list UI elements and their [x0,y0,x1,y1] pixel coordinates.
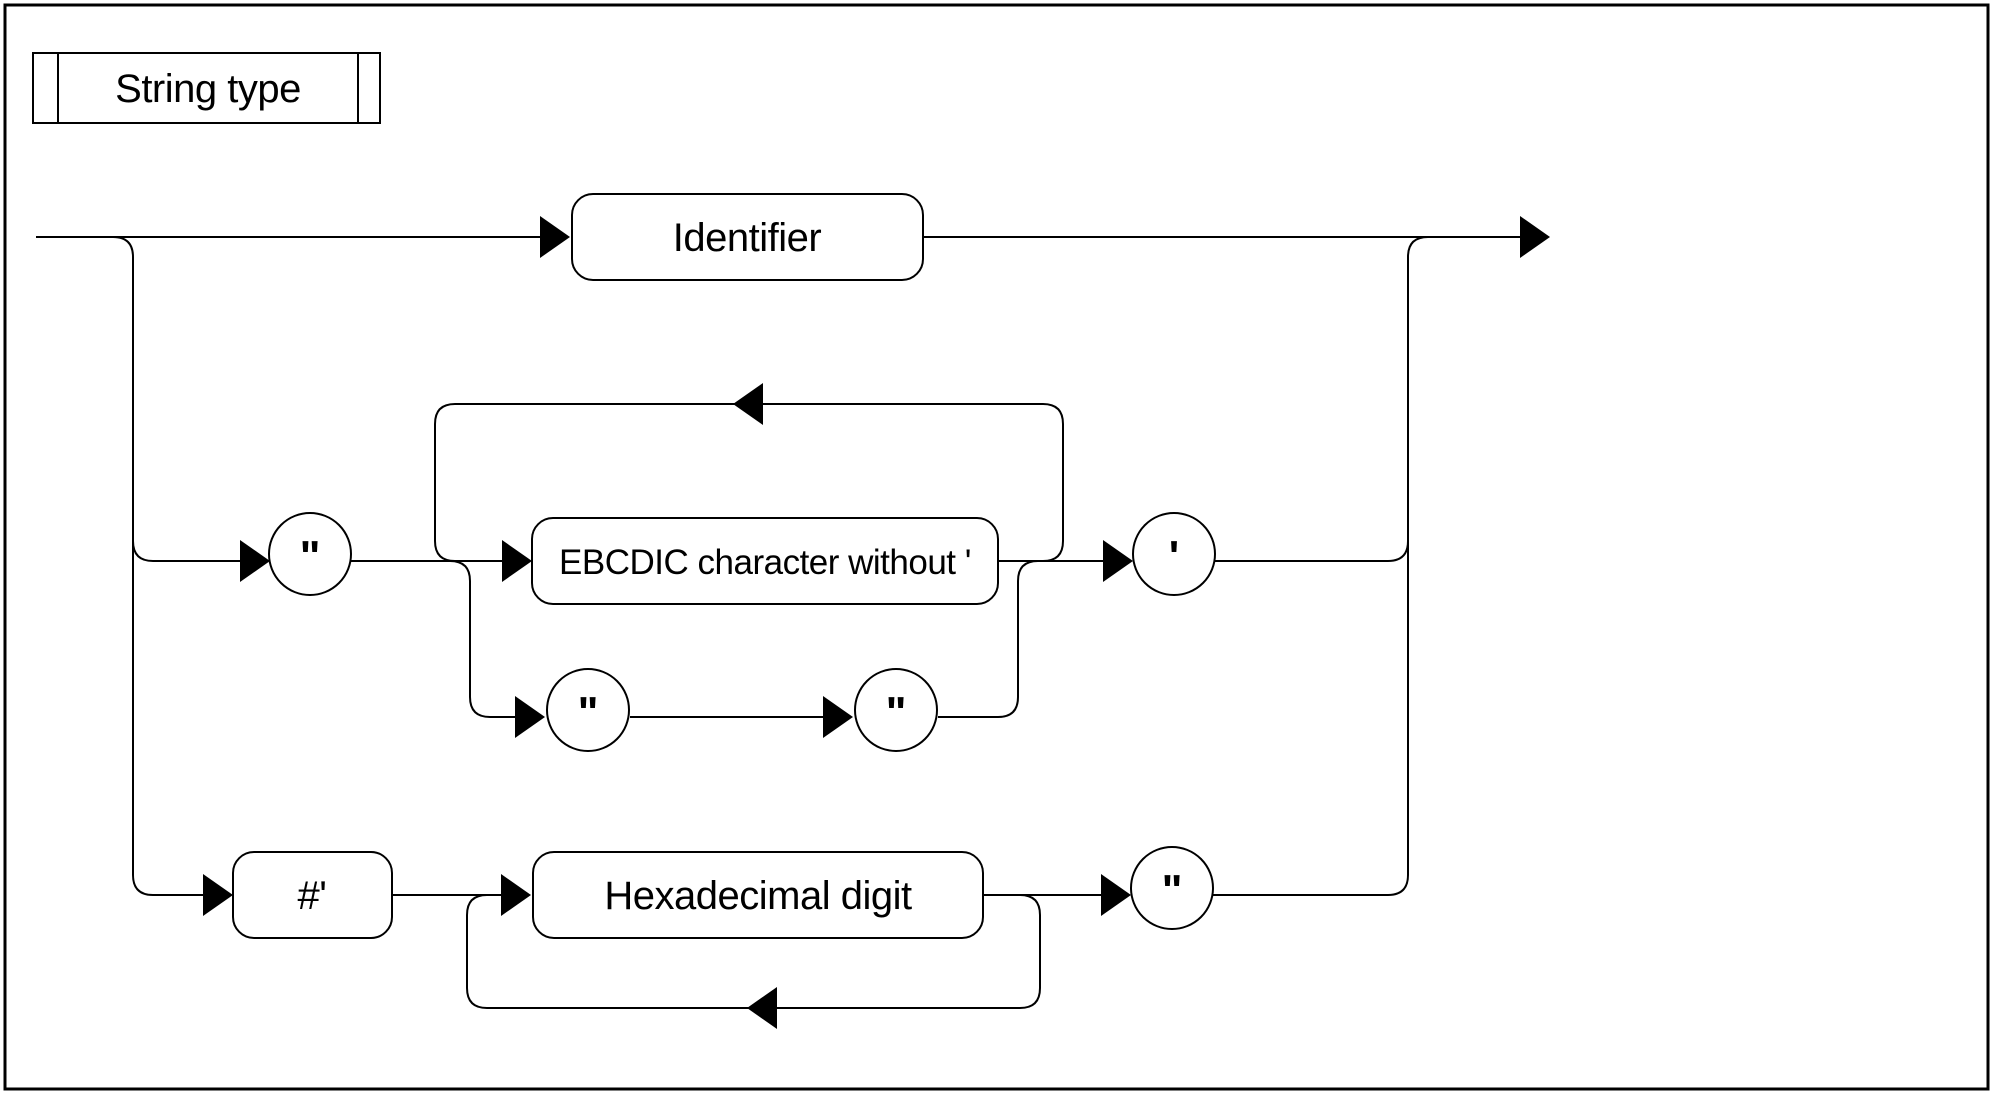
identifier-label: Identifier [673,216,822,260]
escape-subpath-entry [449,560,517,718]
node-close-single-quote: ' [1132,512,1216,596]
escape-subpath-return [938,560,1039,718]
open-double-quote-label: " [300,532,321,581]
arrow-into-open-quote [240,540,270,582]
diagram-title: String type [115,67,301,111]
open-double-quote-circle [268,512,352,596]
node-identifier: Identifier [571,193,924,281]
arrow-into-close-double-quote [1101,874,1131,916]
arrow-into-hex-digit [501,874,531,916]
arrow-into-identifier [540,216,570,258]
close-double-quote-label: " [1162,866,1183,915]
right-rail-branch2-spur [1387,540,1409,562]
arrow-into-escape-quote-1 [515,696,545,738]
arrow-branch2-loop-back [733,383,763,425]
hash-quote-label: #' [298,874,327,918]
close-single-quote-label: ' [1169,532,1179,581]
left-rail-branch2-spur [132,540,154,562]
left-rail [112,236,154,896]
diagram-title-box: String type [32,52,381,124]
arrow-diagram-end [1520,216,1550,258]
node-open-double-quote: " [268,512,352,596]
arrowheads [203,216,1550,1029]
node-hash-quote: #' [232,851,393,939]
escape-quote-1-circle [546,668,630,752]
title-box-rect [32,52,381,124]
hex-digit-box [532,851,984,939]
escape-quote-2-circle [854,668,938,752]
page-border [3,3,1990,1091]
ebcdic-box [531,517,999,605]
hash-quote-box [232,851,393,939]
escape-quote-2-label: " [886,688,907,737]
arrow-branch3-loop-back [747,987,777,1029]
arrow-into-ebcdic [502,540,532,582]
ebcdic-label: EBCDIC character without ' [559,543,971,582]
close-double-quote-circle [1130,846,1214,930]
arrow-into-hash-quote [203,874,233,916]
node-escape-quote-1: " [546,668,630,752]
node-escape-quote-2: " [854,668,938,752]
node-close-double-quote: " [1130,846,1214,930]
node-ebcdic-character: EBCDIC character without ' [531,517,999,605]
identifier-box [571,193,924,281]
node-hex-digit: Hexadecimal digit [532,851,984,939]
arrow-into-close-single-quote [1103,540,1133,582]
hex-digit-label: Hexadecimal digit [604,874,912,918]
escape-quote-1-label: " [578,688,599,737]
right-rail [1387,236,1429,896]
arrow-into-escape-quote-2 [823,696,853,738]
close-single-quote-circle [1132,512,1216,596]
